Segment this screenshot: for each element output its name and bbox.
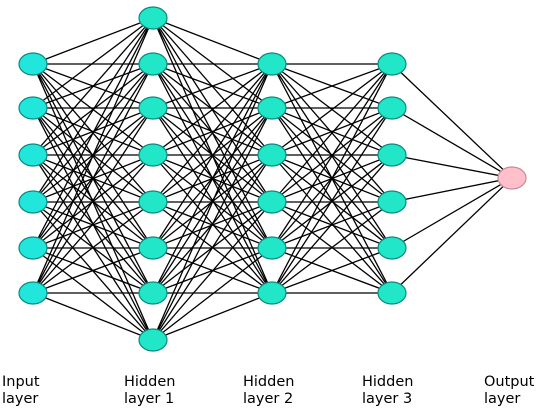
connection-hidden1-8-to-hidden2-3 [152, 154, 273, 341]
connection-hidden2-6-to-hidden3-2 [271, 107, 393, 294]
neuron-output-1 [497, 166, 527, 190]
neuron-input-4 [18, 190, 48, 214]
neuron-input-5 [18, 236, 48, 260]
connection-input-3-to-hidden1-3 [32, 107, 154, 156]
neuron-hidden1-3 [138, 96, 168, 120]
connection-hidden1-8-to-hidden2-6 [152, 292, 273, 341]
connection-hidden1-3-to-hidden2-1 [152, 63, 273, 109]
connection-hidden3-2-to-output-1 [391, 107, 513, 179]
connection-input-6-to-hidden1-2 [32, 63, 154, 294]
connection-hidden2-6-to-hidden3-4 [271, 201, 393, 294]
connection-input-6-to-hidden1-5 [32, 201, 154, 294]
connection-hidden1-1-to-hidden2-2 [152, 17, 273, 109]
connection-hidden3-5-to-output-1 [391, 177, 513, 249]
connection-hidden3-6-to-output-1 [391, 177, 513, 294]
connection-hidden1-4-to-hidden2-2 [152, 107, 273, 156]
connection-input-6-to-hidden1-1 [32, 17, 154, 294]
neuron-hidden3-2 [377, 96, 407, 120]
connection-hidden1-5-to-hidden2-1 [152, 63, 273, 203]
neuron-input-3 [18, 143, 48, 167]
connection-hidden1-8-to-hidden2-1 [152, 63, 273, 341]
connection-hidden2-3-to-hidden3-1 [271, 63, 393, 156]
connection-input-6-to-hidden1-8 [32, 292, 154, 341]
connection-input-4-to-hidden1-1 [32, 17, 154, 203]
output-layer-label: Output layer [484, 374, 535, 407]
connection-hidden1-4-to-hidden2-1 [152, 63, 273, 156]
connection-input-6-to-hidden1-4 [32, 154, 154, 294]
connection-hidden3-4-to-output-1 [391, 177, 513, 203]
neuron-hidden1-6 [138, 236, 168, 260]
neuron-hidden2-1 [257, 52, 287, 76]
neuron-hidden3-1 [377, 52, 407, 76]
connection-input-6-to-hidden1-3 [32, 107, 154, 294]
input-layer-label: Input layer [2, 374, 40, 407]
connection-hidden2-4-to-hidden3-1 [271, 63, 393, 203]
connection-hidden1-6-to-hidden2-1 [152, 63, 273, 249]
connection-hidden1-8-to-hidden2-5 [152, 247, 273, 341]
neuron-hidden1-8 [138, 328, 168, 352]
connection-hidden2-6-to-hidden3-3 [271, 154, 393, 294]
connection-input-1-to-hidden1-1 [32, 17, 154, 65]
neuron-hidden1-1 [138, 6, 168, 30]
connection-hidden2-6-to-hidden3-1 [271, 63, 393, 294]
connection-hidden1-8-to-hidden2-2 [152, 107, 273, 341]
connection-input-2-to-hidden1-1 [32, 17, 154, 109]
neuron-hidden2-6 [257, 281, 287, 305]
connection-hidden1-1-to-hidden2-1 [152, 17, 273, 65]
hidden-layer-1-label: Hidden layer 1 [124, 374, 176, 407]
hidden-layer-2-label: Hidden layer 2 [243, 374, 295, 407]
neuron-input-1 [18, 52, 48, 76]
neuron-hidden1-7 [138, 281, 168, 305]
connection-hidden1-7-to-hidden2-1 [152, 63, 273, 294]
connection-input-3-to-hidden1-1 [32, 17, 154, 156]
neuron-hidden3-4 [377, 190, 407, 214]
neuron-hidden3-5 [377, 236, 407, 260]
neuron-hidden3-6 [377, 281, 407, 305]
connection-hidden2-3-to-hidden3-2 [271, 107, 393, 156]
connection-hidden2-6-to-hidden3-5 [271, 247, 393, 294]
neuron-hidden2-2 [257, 96, 287, 120]
neuron-input-6 [18, 281, 48, 305]
connection-hidden2-5-to-hidden3-1 [271, 63, 393, 249]
connections-group [32, 17, 513, 341]
neurons-group [18, 6, 527, 352]
neuron-hidden2-4 [257, 190, 287, 214]
connection-hidden1-8-to-hidden2-4 [152, 201, 273, 341]
neuron-hidden2-3 [257, 143, 287, 167]
hidden-layer-3-label: Hidden layer 3 [362, 374, 414, 407]
neuron-hidden1-2 [138, 52, 168, 76]
connection-hidden2-2-to-hidden3-1 [271, 63, 393, 109]
connection-hidden2-5-to-hidden3-4 [271, 201, 393, 249]
connection-hidden3-3-to-output-1 [391, 154, 513, 179]
neuron-hidden3-3 [377, 143, 407, 167]
connection-input-6-to-hidden1-6 [32, 247, 154, 294]
connection-input-5-to-hidden1-5 [32, 201, 154, 249]
neuron-hidden2-5 [257, 236, 287, 260]
connection-input-5-to-hidden1-8 [32, 247, 154, 341]
connection-hidden3-1-to-output-1 [391, 63, 513, 179]
neuron-hidden1-5 [138, 190, 168, 214]
neuron-hidden1-4 [138, 143, 168, 167]
neuron-input-2 [18, 96, 48, 120]
connection-input-5-to-hidden1-1 [32, 17, 154, 249]
